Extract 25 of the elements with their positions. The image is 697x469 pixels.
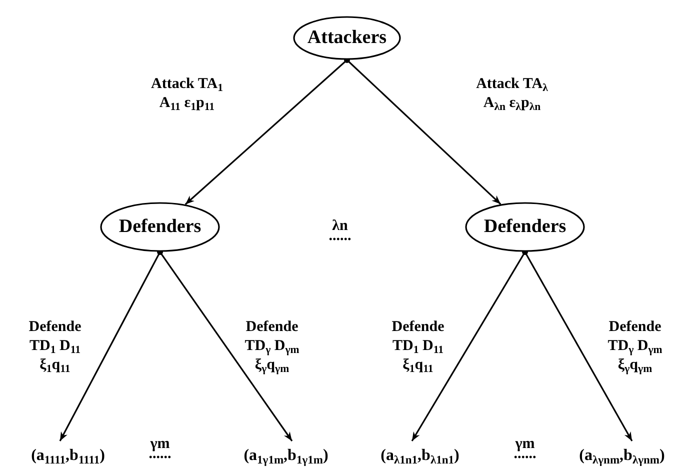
node-label: Attackers	[307, 27, 387, 49]
ellipse-node	[293, 16, 401, 60]
edge-label: Attack TA$_{1}$ A$_{11}$ ε$_{1}$p$_{11}$	[150, 75, 224, 112]
edge-label: Defende TD$_{1}$ D$_{11}$ ξ$_{1}$q$_{11}$	[28, 318, 82, 374]
payoff-label: (a$_{1γ1m}$,b$_{1γ1m}$)	[244, 447, 328, 465]
annotation-label: γm	[150, 436, 170, 453]
annotation-label: γm	[515, 436, 535, 453]
payoff-label: (a$_{λγnm}$,b$_{λγnm}$)	[579, 447, 665, 465]
arrow	[159, 252, 293, 442]
arrow	[346, 59, 502, 205]
arrow	[524, 252, 633, 442]
node-label: Defenders	[118, 216, 202, 238]
edge-label: Attack TA$_{λ}$ A$_{λn}$ ε$_{λ}$p$_{λn}$	[475, 75, 549, 112]
payoff-label: (a$_{λ1n1}$,b$_{λ1n1}$)	[380, 447, 460, 465]
annotation-label: λn	[332, 218, 348, 235]
payoff-label: (a$_{1111}$,b$_{1111}$)	[31, 447, 105, 465]
edge-label: Defende TD$_{1}$ D$_{11}$ ξ$_{1}$q$_{11}$	[390, 318, 446, 374]
ellipse-node	[465, 202, 585, 252]
arrow	[184, 59, 348, 205]
node-label: Defenders	[484, 216, 566, 238]
ellipse-node	[100, 202, 220, 252]
edge-label: Defende TD$_{γ}$ D$_{γm}$ ξ$_{γ}$q$_{γm}$	[606, 318, 664, 374]
arrow	[59, 252, 161, 442]
edge-label: Defende TD$_{γ}$ D$_{γm}$ ξ$_{γ}$q$_{γm}$	[244, 318, 300, 374]
arrow	[411, 252, 526, 442]
